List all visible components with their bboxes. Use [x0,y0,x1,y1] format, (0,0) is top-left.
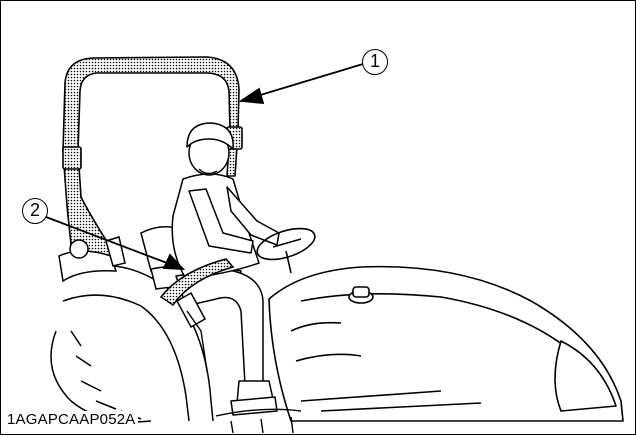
operator-icon [171,122,280,416]
callout-2: 2 [22,198,48,224]
leader-line-2 [45,216,186,271]
callout-1: 1 [362,49,388,75]
floor-step-icon [186,310,302,434]
figure-code-label: 1AGAPCAAP052A [5,411,138,428]
tractor-hood-icon [268,265,624,422]
steering-wheel-icon [256,227,316,274]
seat-belt-icon [159,258,235,329]
leader-line-1 [238,63,364,105]
